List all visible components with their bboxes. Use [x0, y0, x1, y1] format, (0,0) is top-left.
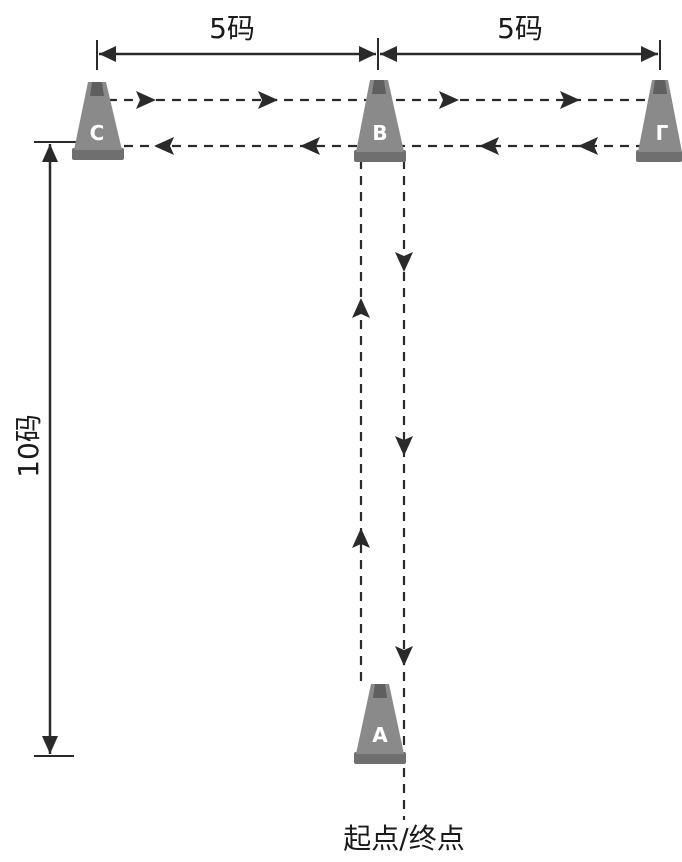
- left-dim-arrow-bottom: [42, 736, 58, 754]
- arrow-right-1: [136, 91, 156, 109]
- route-arrows: [136, 91, 598, 666]
- top-left-distance-label: 5码: [209, 12, 255, 45]
- cone-gamma-top: [653, 80, 667, 94]
- cone-a-body: [356, 684, 404, 754]
- cone-gamma-body: [638, 80, 682, 152]
- cone-a: A: [354, 684, 406, 764]
- top-dim-arrow-right: [641, 46, 658, 62]
- arrow-up-2: [352, 528, 370, 548]
- cone-gamma: Γ: [636, 80, 682, 162]
- top-dim-arrow-middle-left: [359, 46, 376, 62]
- left-dimension: 10码: [12, 141, 78, 757]
- arrow-down-2: [395, 436, 413, 456]
- arrow-down-1: [395, 252, 413, 272]
- arrow-left-3: [479, 137, 499, 155]
- top-right-distance-label: 5码: [497, 12, 543, 45]
- cone-c-base: [72, 148, 124, 160]
- arrow-right-4: [560, 91, 580, 109]
- top-dimension: 5码 5码: [96, 12, 661, 70]
- start-end-label: 起点/终点: [343, 822, 464, 855]
- cone-c-body: [74, 82, 122, 150]
- cone-a-base: [354, 752, 406, 764]
- cone-a-top: [373, 684, 387, 698]
- left-dim-arrow-top: [42, 144, 58, 162]
- cone-gamma-label: Γ: [656, 121, 669, 145]
- arrow-down-3: [395, 646, 413, 666]
- arrow-left-4: [578, 137, 598, 155]
- cone-a-label: A: [372, 723, 388, 747]
- cone-c-label: C: [90, 121, 105, 145]
- arrow-right-3: [439, 91, 459, 109]
- cone-b-base: [354, 150, 406, 162]
- cone-b-body: [356, 80, 404, 152]
- cone-b-top: [372, 80, 386, 94]
- cone-b: B: [354, 80, 406, 162]
- arrow-right-2: [258, 91, 278, 109]
- cone-gamma-base: [636, 150, 682, 162]
- arrow-left-2: [300, 137, 320, 155]
- arrow-left-1: [154, 137, 174, 155]
- left-distance-label: 10码: [12, 414, 45, 478]
- cone-c: C: [72, 82, 124, 160]
- top-dim-arrow-left: [99, 46, 116, 62]
- arrow-up-1: [352, 298, 370, 318]
- cone-b-label: B: [372, 121, 387, 145]
- cone-c-top: [90, 82, 104, 96]
- top-dim-arrow-middle-right: [380, 46, 397, 62]
